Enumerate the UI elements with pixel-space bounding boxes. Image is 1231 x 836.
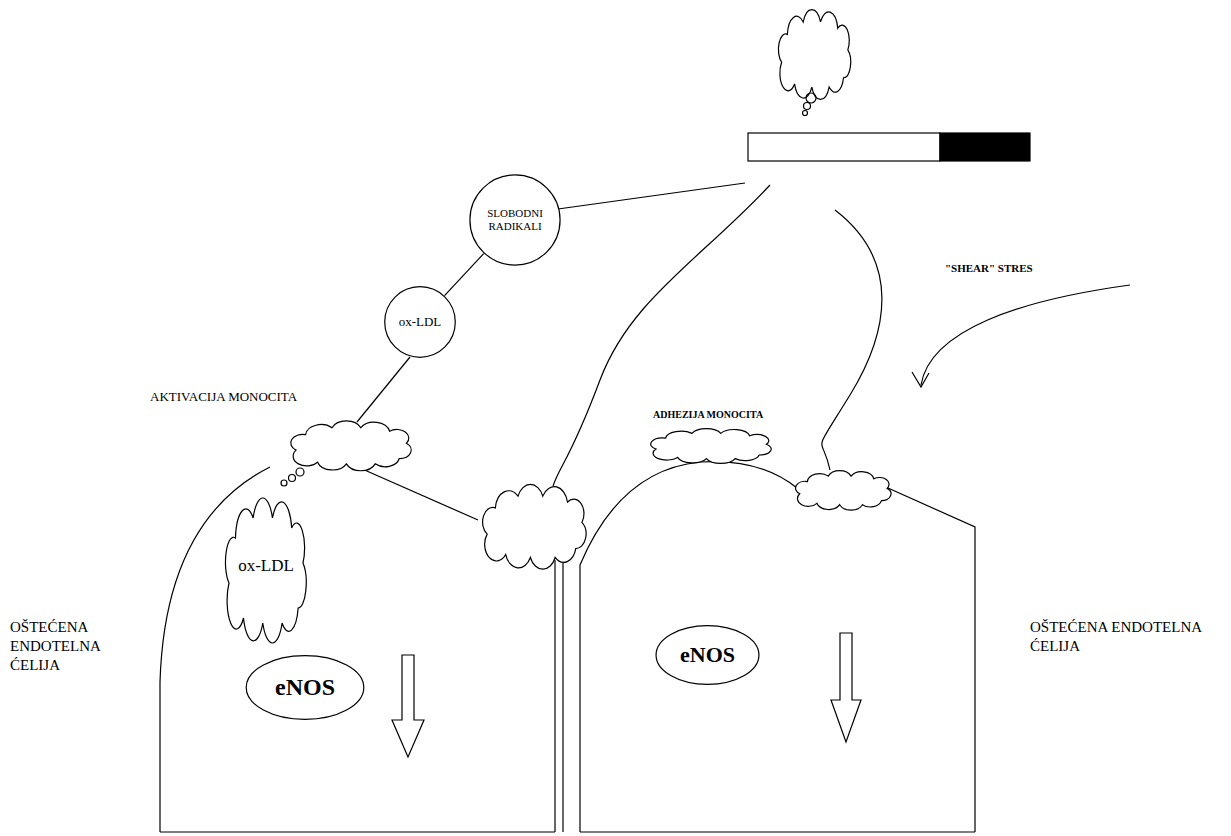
cell-label: OŠTEĆENA ENDOTELNA ĆELIJA [1030,618,1215,656]
cell-outline [554,560,555,832]
decrease-arrow [392,655,424,757]
enos-ellipse: eNOS [655,625,760,685]
node-text: ox-LDL [238,556,294,576]
cigarette-body [748,133,940,161]
connector-line [445,254,484,296]
cell-label: OŠTEĆENA ENDOTELNA ĆELIJA [10,618,110,674]
node-label: SLOBODNI RADIKALI [480,207,550,232]
cloud-bubble [289,475,296,482]
cell-outline [580,831,975,832]
smoke-cloud [778,10,850,100]
monocyte-cloud [796,471,891,510]
ldl-cloud: ox-LDL [225,488,307,643]
process-label: AKTIVACIJA MONOCITA [150,389,297,405]
node-label: eNOS [680,642,735,667]
node-label: eNOS [275,674,335,702]
cell-outline [562,560,563,832]
node-text: eNOS [275,674,335,702]
leader-line [357,357,410,422]
node-label: ox-LDL [399,315,442,330]
cell-outline [888,488,975,832]
monocyte-cloud [483,484,586,569]
cloud-bubble [281,480,287,486]
cloud-bubble [296,468,304,476]
cigarette-filter [940,133,1030,161]
process-label: ADHEZIJA MONOCITA [653,409,763,422]
arrow-head [912,372,929,387]
monocyte-cloud [651,429,772,464]
decrease-arrow [831,633,861,742]
cell-outline [160,831,555,832]
wires [160,10,1130,832]
cell-outline [360,468,478,520]
monocyte-cloud [291,421,412,471]
shear-arrow [921,285,1130,385]
node-label: ox-LDL [238,556,294,576]
leader-line [558,183,745,209]
node-text: ox-LDL [399,315,442,330]
leader-line [822,210,882,470]
ldl-circle: ox-LDL [384,286,456,358]
smoke-bubble [806,93,816,103]
cell-outline [580,462,797,832]
smoke-bubble [803,111,808,116]
node-text: eNOS [680,642,735,667]
enos-ellipse: eNOS [245,655,365,720]
radical-circle: SLOBODNI RADIKALI [469,174,561,266]
smoke-bubble [804,103,811,110]
node-text: SLOBODNI RADIKALI [480,207,550,232]
stress-label: "SHEAR" STRES [945,262,1033,276]
